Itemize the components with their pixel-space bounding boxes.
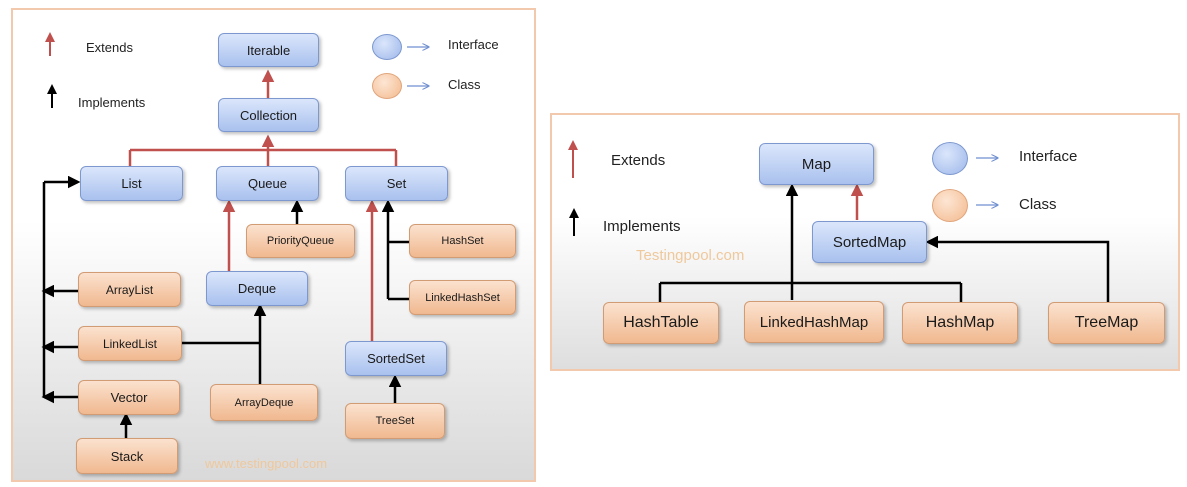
- map-node[interactable]: Map: [759, 143, 874, 185]
- legend-interface-label: Interface: [1019, 148, 1078, 165]
- watermark: Testingpool.com: [636, 247, 745, 264]
- legend-extends-label: Extends: [611, 152, 666, 169]
- priorityqueue-node[interactable]: PriorityQueue: [246, 224, 355, 258]
- stack-node[interactable]: Stack: [76, 438, 178, 474]
- watermark: www.testingpool.com: [205, 456, 328, 471]
- legend-interface-swatch: [932, 142, 968, 175]
- collection-node[interactable]: Collection: [218, 98, 319, 132]
- arraydeque-node[interactable]: ArrayDeque: [210, 384, 318, 421]
- treeset-node[interactable]: TreeSet: [345, 403, 445, 439]
- legend-implements-label: Implements: [78, 95, 146, 110]
- legend-extends-label: Extends: [86, 40, 133, 55]
- iterable-node[interactable]: Iterable: [218, 33, 319, 67]
- legend-interface-label: Interface: [448, 37, 499, 52]
- set-node[interactable]: Set: [345, 166, 448, 201]
- treemap-implements-sortedmap: [925, 235, 1110, 302]
- linkedhashset-node[interactable]: LinkedHashSet: [409, 280, 516, 315]
- legend-implements-label: Implements: [603, 218, 681, 235]
- sortedmap-node[interactable]: SortedMap: [812, 221, 927, 263]
- treemap-node[interactable]: TreeMap: [1048, 302, 1165, 344]
- hashtable-node[interactable]: HashTable: [603, 302, 719, 344]
- hashmap-node[interactable]: HashMap: [902, 302, 1018, 344]
- sortedset-node[interactable]: SortedSet: [345, 341, 447, 376]
- legend-class-label: Class: [448, 77, 481, 92]
- queue-node[interactable]: Queue: [216, 166, 319, 201]
- hashset-node[interactable]: HashSet: [409, 224, 516, 258]
- arraylist-node[interactable]: ArrayList: [78, 272, 181, 307]
- legend-interface-swatch: [372, 34, 402, 60]
- linkedhashmap-node[interactable]: LinkedHashMap: [744, 301, 884, 343]
- legend-class-swatch: [372, 73, 402, 99]
- legend-class-swatch: [932, 189, 968, 222]
- deque-node[interactable]: Deque: [206, 271, 308, 306]
- list-node[interactable]: List: [80, 166, 183, 201]
- legend-class-label: Class: [1019, 196, 1057, 213]
- vector-node[interactable]: Vector: [78, 380, 180, 415]
- linkedlist-node[interactable]: LinkedList: [78, 326, 182, 361]
